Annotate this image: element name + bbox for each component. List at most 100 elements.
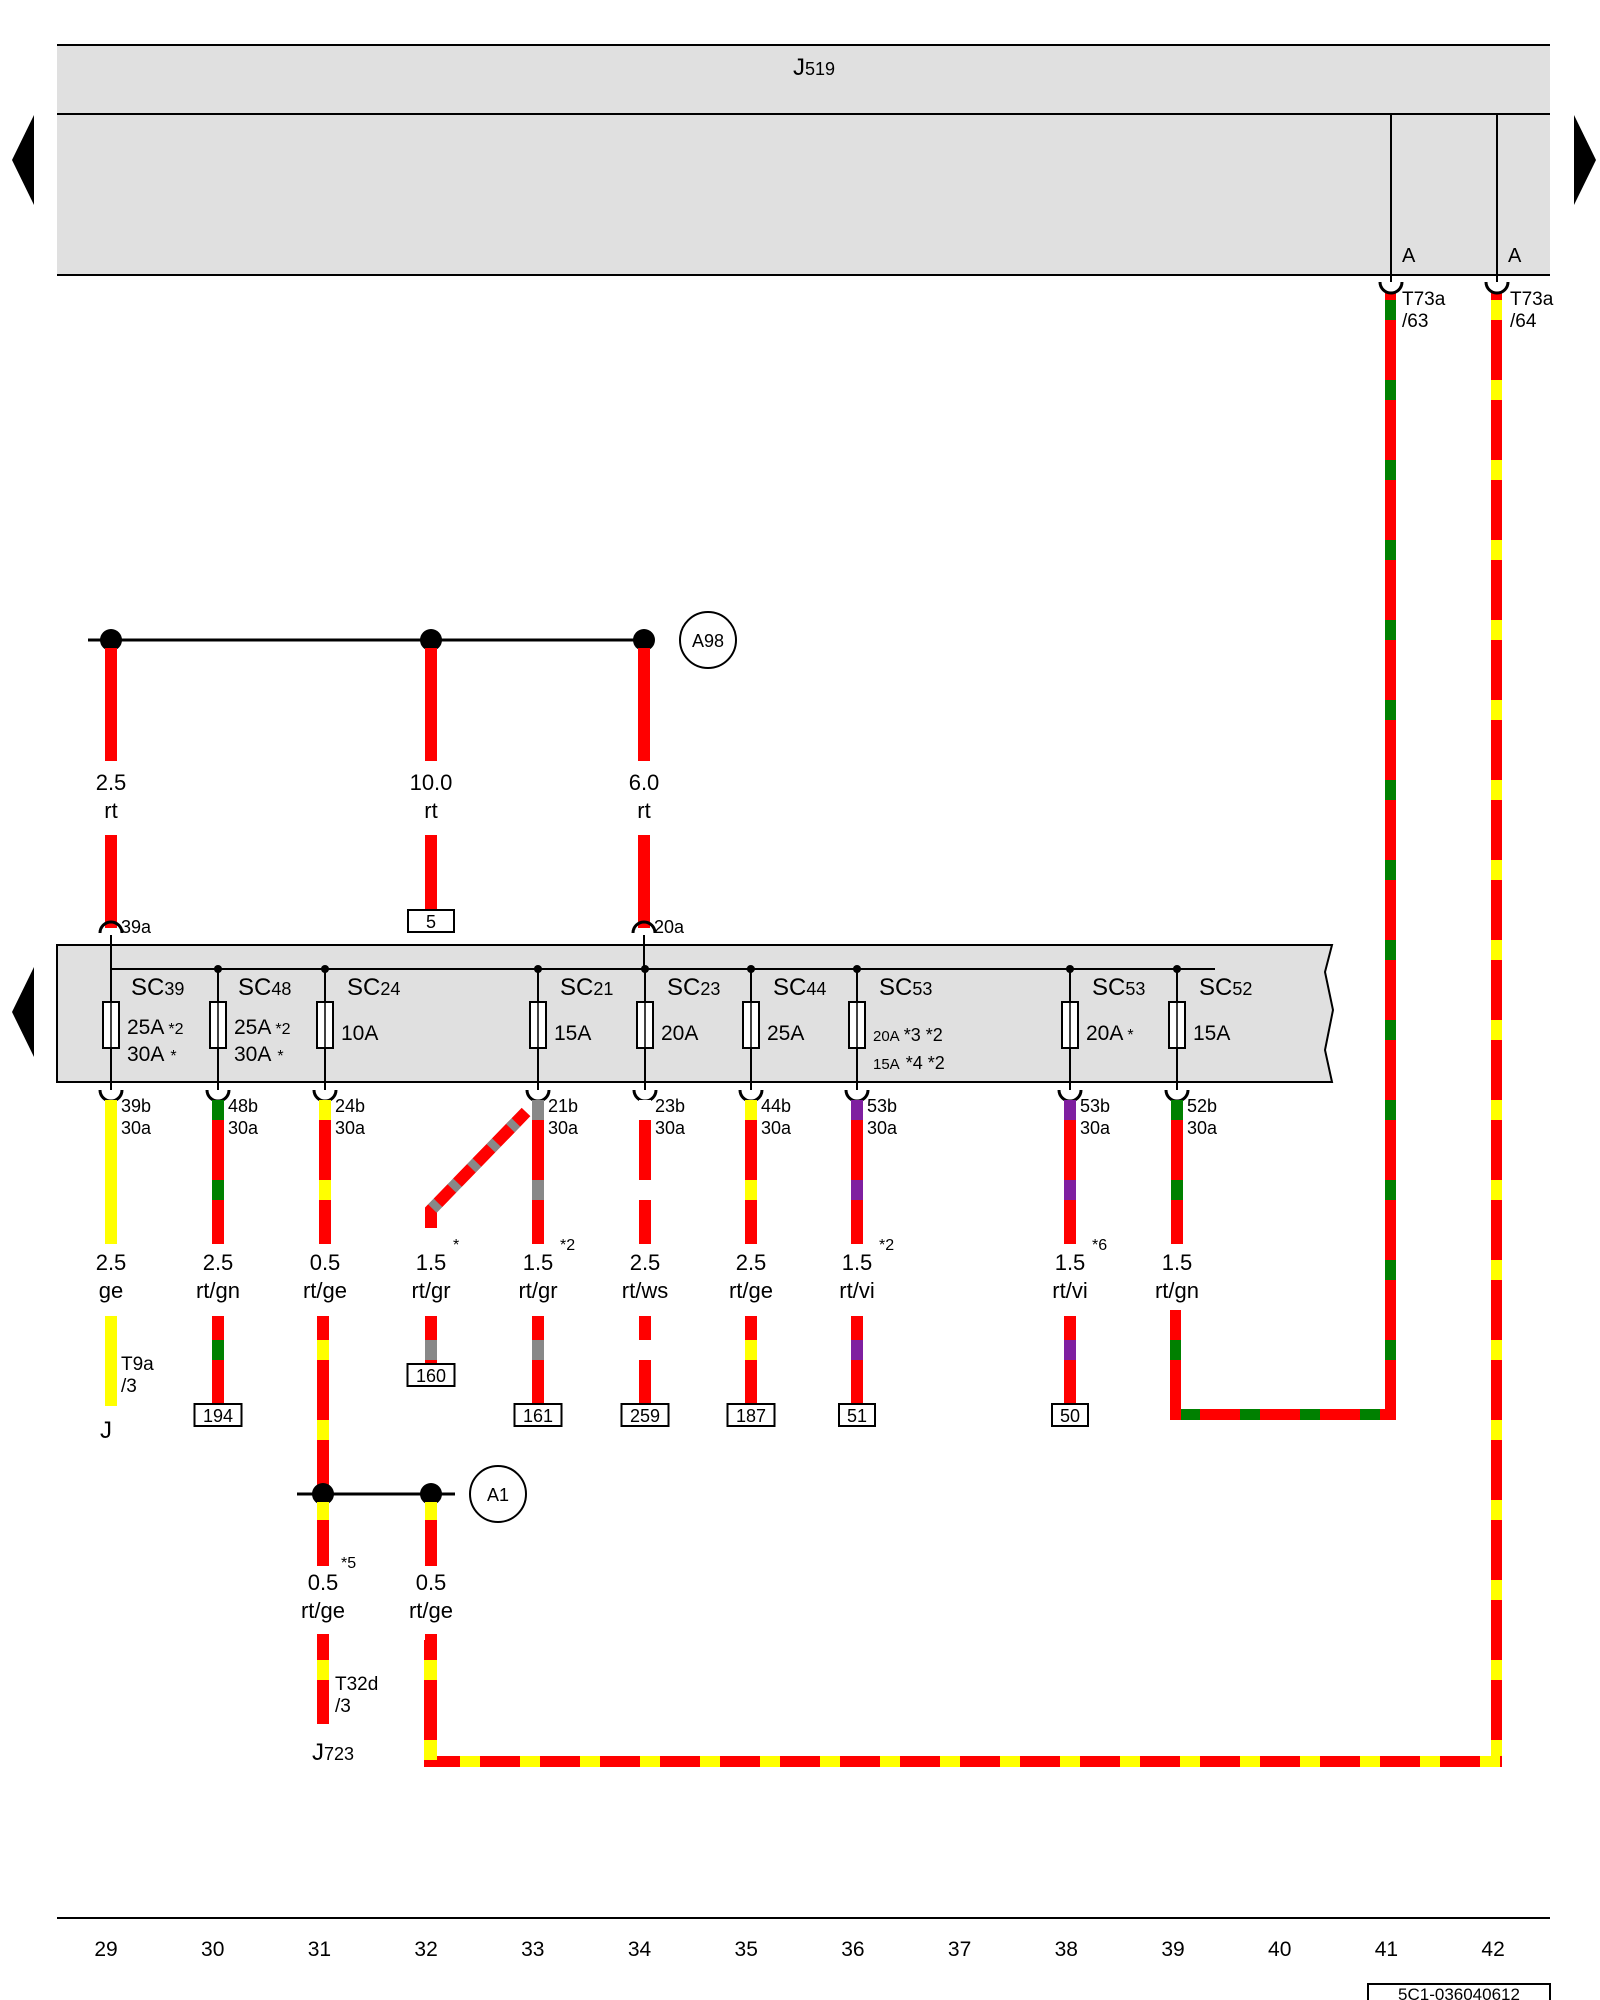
output-connector [738, 1089, 764, 1103]
output-connector [205, 1089, 231, 1103]
input-connector-39a: 39a [98, 917, 152, 937]
output-box [620, 1403, 670, 1427]
fuse-sc52: SC52 15A [1168, 965, 1252, 1090]
input-39a-label: 39a [121, 917, 152, 937]
fuse-name: SC52 [1199, 974, 1252, 1001]
fuse-name: SC23 [667, 974, 720, 1001]
ref-a1-label: A1 [487, 1485, 509, 1505]
terminal-t32d-label: T32d /3 [335, 1674, 384, 1717]
top-wire-1: 2.5 rt [96, 648, 126, 928]
output-wire-size: 2.5 [630, 1250, 661, 1275]
grid-number: 32 [414, 1938, 437, 1961]
output-connector [632, 1089, 658, 1103]
output-wire-size: 2.5 [203, 1250, 234, 1275]
connector-t73a-64: T73a /64 [1484, 281, 1559, 332]
connector-a-left: A [1402, 245, 1416, 267]
output-wire-size: 1.5 [416, 1250, 447, 1275]
grid-number: 38 [1055, 1938, 1078, 1961]
wire-rtgr-diagonal [425, 1107, 531, 1228]
fuse-rating-2: 15A*4 *2 [873, 1053, 945, 1073]
wire-t73a-63 [1170, 292, 1396, 1420]
pin-t73a-64-label: T73a /64 [1510, 289, 1559, 332]
fuse-name: SC24 [347, 974, 400, 1001]
top-wire-2-size: 10.0 [410, 770, 453, 795]
output-box-label: 259 [630, 1406, 660, 1426]
fuse-name: SC21 [560, 974, 613, 1001]
fuse-rating: 25A*2 [234, 1016, 291, 1039]
page-next-arrow[interactable] [1574, 115, 1596, 205]
grid-number: 36 [841, 1938, 864, 1961]
output-box-label: 50 [1060, 1406, 1080, 1426]
output-wire-note: *2 [560, 1237, 575, 1254]
fuse-sc48: SC48 25A*2 30A* [209, 965, 291, 1090]
grid-number: 41 [1375, 1938, 1398, 1961]
lower-wire-1: 0.5 *5 rt/ge [301, 1502, 356, 1724]
grid-number: 42 [1481, 1938, 1504, 1961]
output-wire-size: 1.5 [523, 1250, 554, 1275]
fuse-name: SC39 [131, 974, 184, 1001]
output-box [406, 1363, 456, 1387]
output-box [513, 1403, 563, 1427]
connector-t73a-63: T73a /63 [1378, 281, 1446, 332]
fuse-name: SC53 [879, 974, 932, 1001]
output-connector [1164, 1089, 1190, 1103]
fuse-rating: 25A*2 [127, 1016, 184, 1039]
fuse-rating: 15A [1193, 1022, 1230, 1045]
doc-id-box: 5C1-036040612 [1367, 1983, 1551, 2000]
grid-number: 37 [948, 1938, 971, 1961]
output-box-label: 160 [416, 1366, 446, 1386]
fuse-rating-2: 30A* [127, 1043, 177, 1066]
output-wire-color: rt/ws [622, 1278, 668, 1303]
output-wire-color: rt/ge [303, 1278, 347, 1303]
fuse-name: SC44 [773, 974, 826, 1001]
output-box [838, 1403, 876, 1427]
output-wire-color: rt/gn [196, 1278, 240, 1303]
terminal-t9a-code: J [100, 1417, 112, 1444]
fuse-list: SC3925A*230A*SC4825A*230A*SC2410ASC2115A… [102, 965, 1252, 1090]
output-wire-note: *2 [879, 1237, 894, 1254]
top-wire-2: 10.0 rt 5 [407, 648, 455, 933]
output-connector [98, 1089, 124, 1103]
output-box-label: 194 [203, 1406, 233, 1426]
top-box-5 [407, 909, 455, 933]
lower-wire-2-color: rt/ge [409, 1598, 453, 1623]
doc-id-label: 5C1-036040612 [1398, 1985, 1520, 2000]
fuse-name: SC48 [238, 974, 291, 1001]
output-wire-color: rt/gn [1155, 1278, 1199, 1303]
ref-a98-label: A98 [692, 631, 724, 651]
top-box-5-label: 5 [426, 912, 436, 932]
output-wire-size: 1.5 [1055, 1250, 1086, 1275]
output-connector [1057, 1089, 1083, 1103]
output-box [1051, 1403, 1089, 1427]
output-wire-color: rt/vi [839, 1278, 874, 1303]
output-box-label: 187 [736, 1406, 766, 1426]
fuse-panel [56, 935, 1335, 1090]
output-wire-note: *6 [1092, 1237, 1107, 1254]
lower-wire-2: 0.5 rt/ge [409, 1502, 453, 1764]
output-box-label: 51 [847, 1406, 867, 1426]
page-prev-arrow[interactable] [12, 115, 34, 205]
page-prev-arrow-lower[interactable] [12, 967, 34, 1057]
lower-wire-1-size: 0.5 [308, 1570, 339, 1595]
output-wire-color: ge [99, 1278, 123, 1303]
fuse-name: SC53 [1092, 974, 1145, 1001]
grid-number: 39 [1161, 1938, 1184, 1961]
fuse-rating-2: 30A* [234, 1043, 284, 1066]
output-wire-note: * [453, 1237, 459, 1254]
supply-rail-a1: A1 [297, 1316, 527, 1523]
output-box-label: 161 [523, 1406, 553, 1426]
